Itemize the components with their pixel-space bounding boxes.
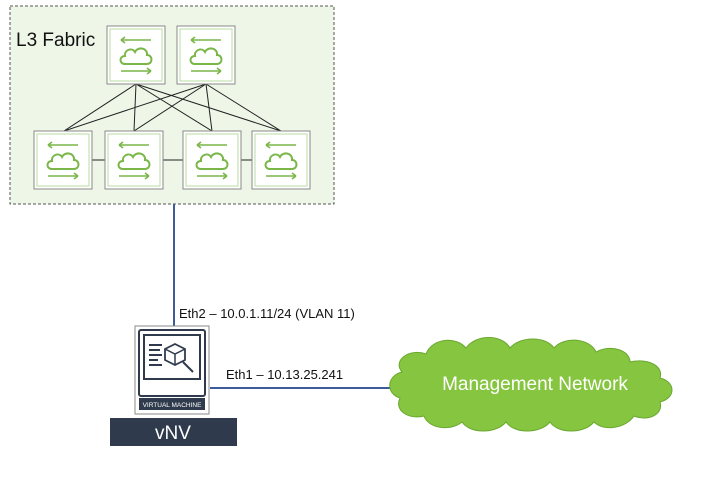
vm-name: vNV: [155, 423, 191, 444]
vm-name-bar: [110, 418, 237, 446]
cloud-switch-icon: [106, 25, 166, 85]
virtual-machine-icon: VIRTUAL MACHINE: [134, 325, 210, 415]
management-network-cloud: [389, 337, 673, 432]
fabric-mesh-links: [63, 83, 282, 161]
eth2-label: Eth2 – 10.0.1.11/24 (VLAN 11): [179, 306, 355, 321]
cloud-switch-icon: [104, 130, 164, 190]
cloud-label: Management Network: [442, 374, 628, 395]
cloud-switch-icon: [182, 130, 242, 190]
eth1-label: Eth1 – 10.13.25.241: [226, 367, 343, 382]
leaf-switch-2: [104, 130, 164, 190]
spine-switch-2: [176, 25, 236, 85]
leaf-switch-3: [182, 130, 242, 190]
leaf-switch-4: [251, 130, 311, 190]
cloud-switch-icon: [251, 130, 311, 190]
cloud-switch-icon: [176, 25, 236, 85]
spine-switch-1: [106, 25, 166, 85]
fabric-title: L3 Fabric: [16, 30, 95, 51]
leaf-switch-1: [33, 130, 93, 190]
cloud-switch-icon: [33, 130, 93, 190]
vm-badge: VIRTUAL MACHINE: [143, 402, 203, 409]
